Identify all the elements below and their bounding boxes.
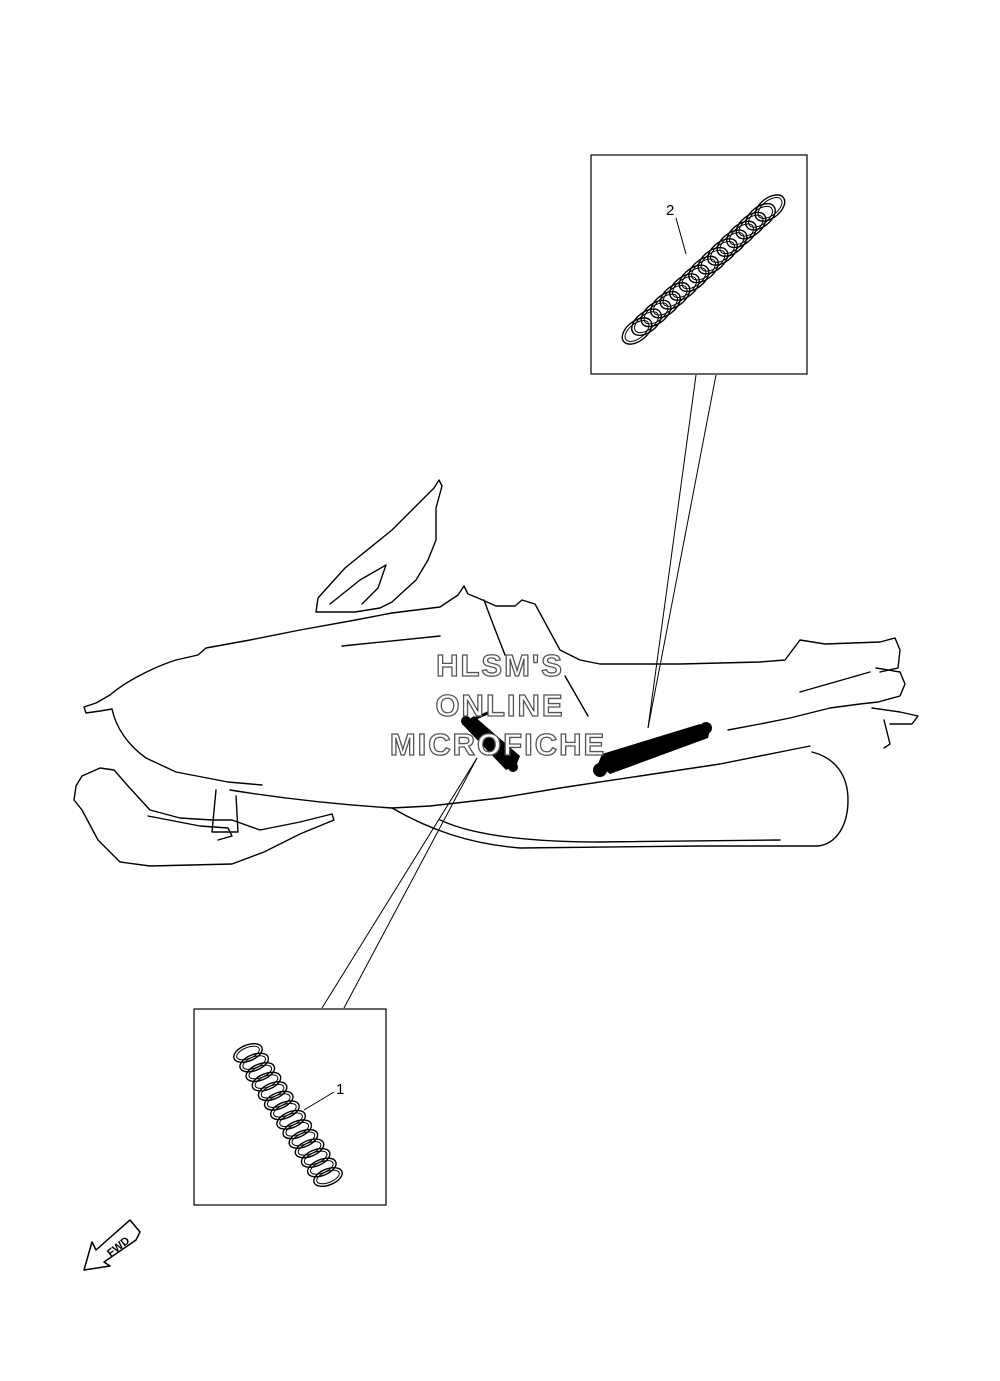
spring-coil-turn xyxy=(233,1042,263,1064)
spring-coil-turn xyxy=(239,1052,270,1073)
watermark-line-2: ONLINE xyxy=(435,688,564,723)
spring-coil-turn xyxy=(316,1169,340,1185)
spring-coil-turn xyxy=(251,1071,282,1092)
detail-box-rear-spring: 2 xyxy=(590,154,808,375)
spring-coil-turn xyxy=(245,1062,276,1083)
snowmobile-outline xyxy=(73,479,919,867)
spring-coil-turn xyxy=(650,290,681,319)
spring-coil-turn xyxy=(257,1081,288,1102)
spring-coil-turn xyxy=(735,211,767,240)
spring-coil-turn xyxy=(726,220,757,249)
forward-badge: FWD xyxy=(83,1219,141,1271)
forward-arrow-icon xyxy=(83,1219,141,1271)
spring-coil-turn xyxy=(669,273,700,301)
front-shock xyxy=(461,710,520,772)
spring-coil-turn xyxy=(659,282,691,310)
callout-leader-1 xyxy=(303,1091,335,1111)
spring-coil-turn xyxy=(754,194,786,222)
callout-number-1: 1 xyxy=(336,1081,344,1098)
spring-coil-turn xyxy=(688,255,719,284)
spring-coil-turn xyxy=(288,1128,319,1149)
leader-wedge-rear xyxy=(647,374,717,729)
spring-coil-turn xyxy=(300,1147,331,1168)
callout-leader-2 xyxy=(675,217,687,255)
spring-coil-turn xyxy=(306,1157,337,1178)
spring-coil-turn xyxy=(745,202,776,231)
spring-coil-turn xyxy=(716,229,748,257)
spring-coil-turn xyxy=(269,1100,300,1121)
spring-coil-turn xyxy=(621,317,653,345)
shock-absorbers xyxy=(461,710,712,777)
spring-coil-turn xyxy=(282,1119,313,1140)
spring-coil-turn xyxy=(678,264,710,293)
watermark: HLSM'S ONLINE MICROFICHE xyxy=(389,647,606,762)
spring-coil-turn xyxy=(631,308,662,337)
spring-coil-turn xyxy=(294,1138,325,1159)
spring-coil-turn xyxy=(697,246,729,275)
rear-shock xyxy=(593,722,712,777)
detail-box-front-spring: 1 xyxy=(193,1008,387,1206)
spring-coil-turn xyxy=(313,1166,343,1188)
spring-coil-turn xyxy=(276,1109,307,1130)
watermark-line-1: HLSM'S xyxy=(436,648,564,683)
callout-number-2: 2 xyxy=(666,202,674,219)
spring-coil-turn xyxy=(640,299,672,328)
front-spring-coil xyxy=(233,1042,343,1188)
leader-wedge-front xyxy=(321,757,478,1009)
spring-coil-turn xyxy=(707,238,738,266)
spring-coil-turn xyxy=(757,197,783,219)
watermark-line-3: MICROFICHE xyxy=(390,727,606,762)
rear-spring-coil xyxy=(621,194,786,345)
spring-coil-turn xyxy=(263,1090,294,1111)
